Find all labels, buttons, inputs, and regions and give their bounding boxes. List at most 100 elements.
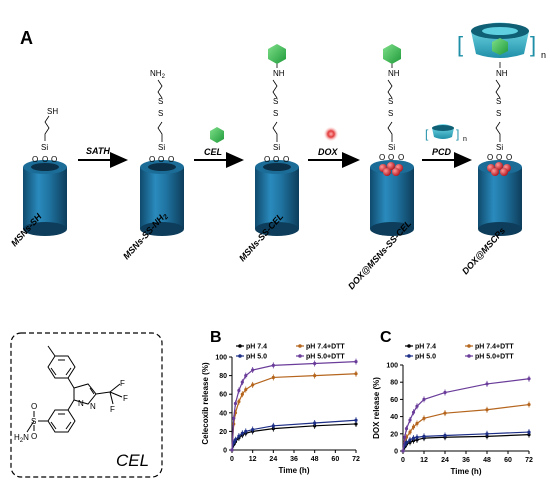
legend-label: pH 7.4 xyxy=(415,344,436,351)
si-atom: Si xyxy=(158,143,165,152)
cel-hexagon-icon xyxy=(268,44,286,64)
o-atom: O xyxy=(51,155,57,164)
arrow-label-cel: CEL xyxy=(204,147,222,157)
y-tick-label: 80 xyxy=(390,380,398,387)
x-tick-label: 72 xyxy=(525,457,533,464)
n-subscript: n xyxy=(463,136,467,143)
msns-sh-particle: O O O Si SH xyxy=(23,107,67,236)
y-tick-label: 100 xyxy=(386,363,398,370)
cel-atom-n: N xyxy=(78,399,84,408)
x-tick-label: 48 xyxy=(483,457,491,464)
legend-label: pH 5.0+DTT xyxy=(306,354,345,361)
x-tick-label: 60 xyxy=(504,457,512,464)
si-atom: Si xyxy=(273,143,280,152)
cel-atom-s: S xyxy=(31,417,36,426)
legend-label: pH 7.4+DTT xyxy=(475,344,514,351)
o-atom: O xyxy=(158,155,164,164)
arrow-label-sath: SATH xyxy=(86,146,110,156)
o-atom: O xyxy=(42,155,48,164)
x-tick-label: 24 xyxy=(269,456,277,463)
legend-marker xyxy=(238,354,242,358)
sh-group: SH xyxy=(47,107,58,116)
o-atom: O xyxy=(398,153,404,162)
y-tick-label: 20 xyxy=(219,429,227,436)
legend-marker xyxy=(407,354,411,358)
legend-label: pH 5.0 xyxy=(246,354,267,361)
y-tick-label: 0 xyxy=(394,449,398,456)
y-axis-label: DOX release (%) xyxy=(372,377,381,439)
series-line xyxy=(402,403,530,452)
arrow-label-pcd: PCD xyxy=(432,147,452,157)
cel-atom-f: F xyxy=(120,379,125,388)
y-tick-label: 20 xyxy=(390,431,398,438)
legend-label: pH 7.4 xyxy=(246,344,267,351)
legend-marker xyxy=(298,354,302,358)
series-line xyxy=(231,423,357,451)
s-atom: S xyxy=(388,97,393,106)
s-atom: S xyxy=(496,109,501,118)
o-atom: O xyxy=(379,153,385,162)
cel-atom-o: O xyxy=(31,432,37,441)
x-tick-label: 60 xyxy=(331,456,339,463)
s-atom: S xyxy=(158,97,163,106)
pcd-bracket-icon: [ xyxy=(457,32,463,57)
cel-hexagon-icon xyxy=(383,44,401,64)
legend-label: pH 7.4+DTT xyxy=(306,344,345,351)
n-subscript: n xyxy=(541,50,546,60)
cel-amine-group: H2N xyxy=(14,433,29,444)
series-line xyxy=(402,378,530,452)
cel-atom-n: N xyxy=(90,402,96,411)
y-tick-label: 60 xyxy=(390,397,398,404)
msns-ss-nh2-particle: O O O Si S S NH2 xyxy=(140,69,184,236)
x-axis-label: Time (h) xyxy=(279,466,310,475)
y-tick-label: 40 xyxy=(390,414,398,421)
x-axis-label: Time (h) xyxy=(451,467,482,476)
x-tick-label: 48 xyxy=(311,456,319,463)
si-atom: Si xyxy=(41,143,48,152)
dox-mscps-particle: O O O Si S S NH [ ] n xyxy=(457,22,546,236)
x-tick-label: 0 xyxy=(401,457,405,464)
cel-structure-label: CEL xyxy=(116,451,149,470)
cel-atom-o: O xyxy=(31,402,37,411)
o-atom: O xyxy=(506,153,512,162)
s-atom: S xyxy=(388,109,393,118)
data-point xyxy=(401,449,405,453)
si-atom: Si xyxy=(388,143,395,152)
svg-text:[: [ xyxy=(425,127,429,141)
o-atom: O xyxy=(273,155,279,164)
cel-hexagon-icon xyxy=(210,127,224,143)
o-atom: O xyxy=(32,155,38,164)
legend-marker xyxy=(467,344,471,348)
s-atom: S xyxy=(273,109,278,118)
legend-label: pH 5.0 xyxy=(415,354,436,361)
x-tick-label: 12 xyxy=(420,457,428,464)
svg-text:]: ] xyxy=(456,127,459,141)
s-atom: S xyxy=(158,109,163,118)
dox-molecule-icon xyxy=(324,127,338,141)
panel-b-label: B xyxy=(210,329,222,346)
x-tick-label: 36 xyxy=(462,457,470,464)
o-atom: O xyxy=(264,155,270,164)
arrow-label-dox: DOX xyxy=(318,147,339,157)
cel-molecule-structure xyxy=(26,345,123,433)
cel-structure-box xyxy=(10,332,163,478)
o-atom: O xyxy=(496,153,502,162)
legend-label: pH 5.0+DTT xyxy=(475,354,514,361)
y-tick-label: 80 xyxy=(219,373,227,380)
o-atom: O xyxy=(149,155,155,164)
y-tick-label: 40 xyxy=(219,410,227,417)
nh-group: NH xyxy=(496,69,508,78)
pcd-bracket-icon: ] xyxy=(530,32,536,57)
x-tick-label: 12 xyxy=(249,456,257,463)
cel-hexagon-icon xyxy=(492,38,508,55)
x-tick-label: 0 xyxy=(230,456,234,463)
y-tick-label: 60 xyxy=(219,392,227,399)
cel-atom-f: F xyxy=(123,394,128,403)
data-point xyxy=(230,448,234,452)
x-tick-label: 72 xyxy=(352,456,360,463)
series-line xyxy=(231,419,357,451)
x-tick-label: 36 xyxy=(290,456,298,463)
nh2-group: NH2 xyxy=(150,69,166,80)
